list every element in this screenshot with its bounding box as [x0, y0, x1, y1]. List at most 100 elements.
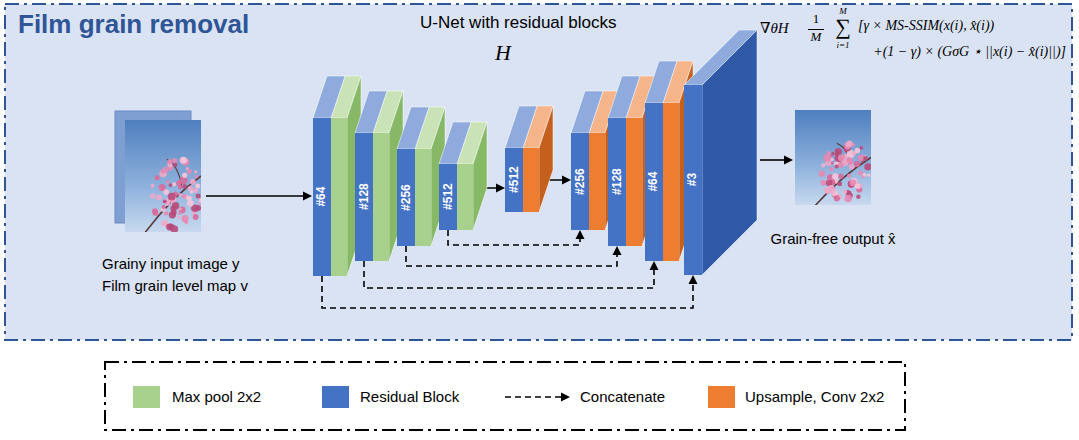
- blossom: [172, 158, 177, 163]
- connector-arrow-head: [562, 176, 571, 185]
- blossom: [171, 210, 177, 216]
- branch: [144, 176, 201, 232]
- blossom: [187, 169, 192, 174]
- blossom: [199, 198, 201, 203]
- blossom: [178, 193, 182, 197]
- upsample-block-side: [539, 106, 553, 212]
- channel-count: #512: [441, 184, 454, 211]
- blossom: [179, 207, 182, 210]
- blossom: [855, 184, 860, 189]
- blossom: [195, 175, 199, 179]
- blossom: [847, 141, 853, 147]
- blossom: [151, 184, 155, 188]
- blossom: [177, 216, 180, 219]
- residual-block-top: [571, 91, 603, 133]
- max-pool-block-front: [331, 118, 347, 276]
- connector-arrow-head: [576, 230, 585, 239]
- channel-count: #256: [399, 184, 412, 211]
- legend-frame: [105, 362, 905, 430]
- blossom: [195, 184, 200, 189]
- blossom: [821, 180, 827, 186]
- blossom: [156, 195, 162, 201]
- branch: [167, 159, 182, 187]
- residual-block: #128: [608, 118, 626, 246]
- blossom: [828, 185, 835, 192]
- legend-dashed-sample: [505, 396, 562, 398]
- connector-line: [322, 276, 693, 308]
- blossom: [178, 212, 181, 215]
- input-arrow: [206, 195, 304, 197]
- upsample-block-front: [626, 118, 642, 246]
- blossom: [826, 151, 830, 155]
- blossom: [823, 154, 831, 162]
- residual-block-top: [608, 76, 640, 118]
- formula-line: +(1 − γ) × (GσG ⋆ ||x(i) − x̂(i)||)]: [873, 44, 1066, 60]
- channel-count: #64: [315, 187, 328, 207]
- formula-numerator: 1: [813, 12, 820, 27]
- formula-gradient: ∇θH: [760, 20, 789, 37]
- blossom: [155, 175, 160, 180]
- blossom: [164, 211, 168, 215]
- blossom: [834, 195, 840, 201]
- blossom: [162, 167, 168, 173]
- connector-arrow-head: [613, 246, 622, 255]
- blossom: [182, 184, 187, 189]
- legend-text: Concatenate: [580, 388, 665, 405]
- residual-block: #3: [684, 85, 702, 275]
- blossom: [838, 174, 843, 179]
- connector-line: [406, 246, 617, 266]
- legend-swatch: [708, 386, 735, 408]
- blossom: [196, 193, 201, 198]
- formula-lower-limit: i=1: [836, 40, 849, 50]
- residual-block: #512: [439, 164, 457, 230]
- concatenate-connector: [406, 246, 622, 266]
- residual-block: #512: [505, 148, 523, 212]
- legend-text: Max pool 2x2: [172, 388, 261, 405]
- concatenate-connector: [448, 230, 585, 245]
- residual-block-top: [397, 107, 429, 149]
- blossom: [168, 193, 176, 201]
- max-pool-block-front: [373, 133, 389, 261]
- formula-line: [γ × MS-SSIM(x(i), x̂(i)): [858, 18, 994, 34]
- input-caption: Grainy input image y: [102, 255, 240, 272]
- legend-arrow-head: [561, 393, 570, 402]
- input-arrow-head: [303, 192, 312, 201]
- blossom: [844, 195, 852, 203]
- output-arrow: [760, 159, 785, 161]
- blossom: [166, 180, 170, 184]
- blossom: [182, 215, 189, 222]
- max-pool-block-side: [473, 122, 487, 230]
- blossom: [849, 164, 855, 170]
- network-symbol: H: [495, 40, 511, 65]
- residual-block: #128: [355, 133, 373, 261]
- blossom: [153, 210, 159, 216]
- blossom: [180, 157, 187, 164]
- blossom: [821, 163, 825, 167]
- concatenate-connector: [322, 275, 698, 308]
- formula-sum: ∑: [835, 14, 851, 39]
- channel-count: #128: [610, 169, 623, 196]
- channel-count: #256: [573, 168, 586, 195]
- blossom: [182, 173, 187, 178]
- concatenate-connector: [364, 261, 659, 288]
- blossom: [858, 171, 863, 176]
- blossom: [172, 202, 179, 209]
- photo: [795, 110, 871, 205]
- connector-line: [364, 261, 654, 288]
- blossom: [835, 165, 839, 169]
- branch: [814, 158, 871, 206]
- blossom: [821, 164, 825, 168]
- blossom: [831, 152, 835, 156]
- blossom: [182, 194, 187, 199]
- blossom: [163, 199, 167, 203]
- panel-frame: [5, 4, 1072, 340]
- blossom: [867, 173, 870, 176]
- residual-block: #64: [313, 118, 331, 276]
- max-pool-block-front: [415, 149, 431, 246]
- connector-arrow-head: [496, 184, 505, 193]
- residual-block: #64: [645, 103, 663, 261]
- upsample-block-front: [663, 103, 679, 261]
- output-caption: Grain-free output x̂: [770, 230, 895, 247]
- blossom: [838, 162, 844, 168]
